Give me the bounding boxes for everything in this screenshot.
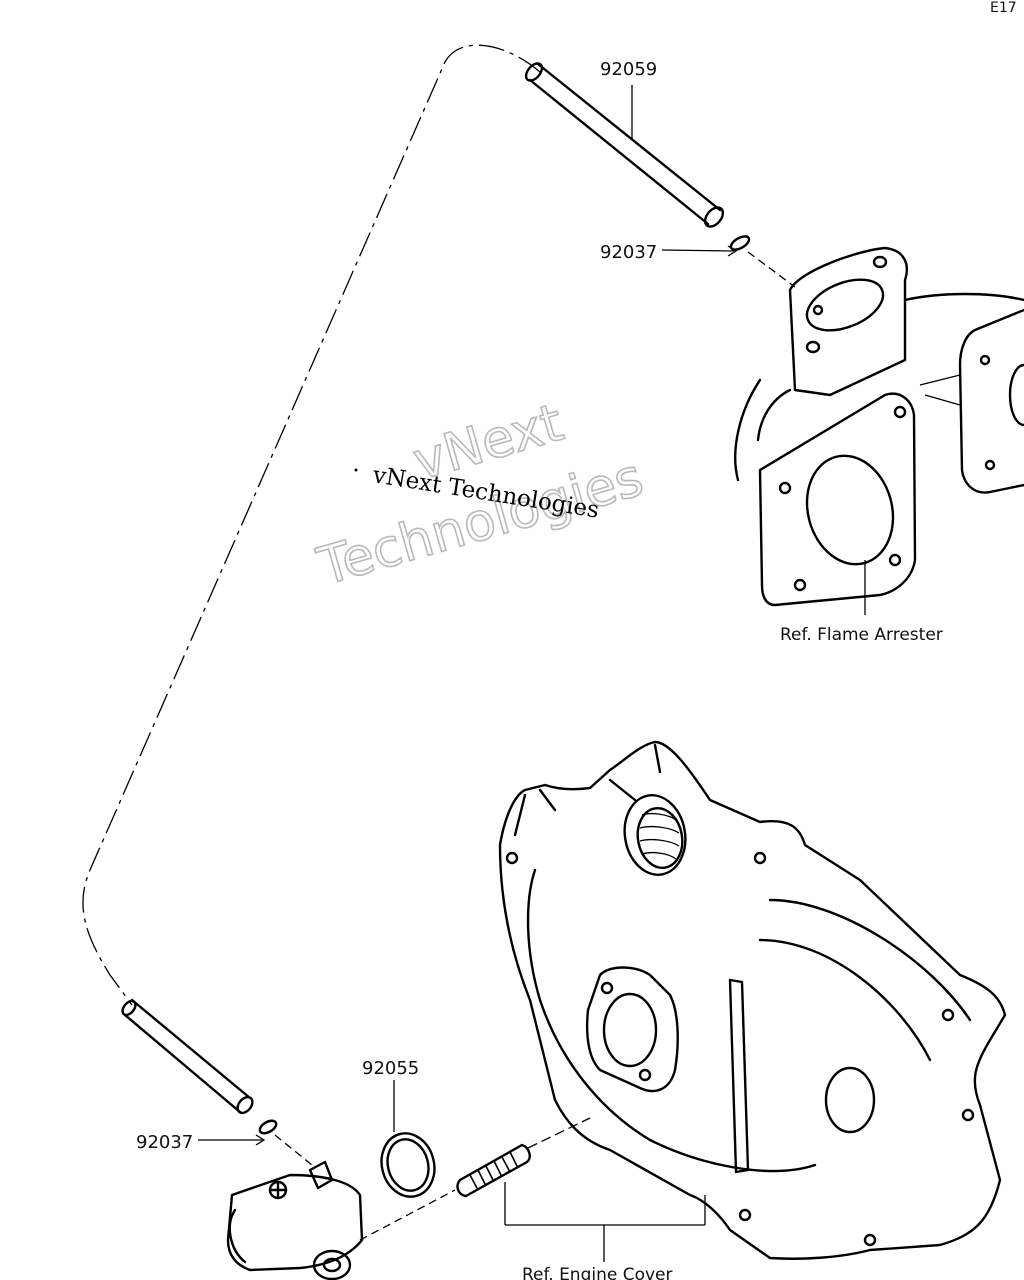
upper-clamp [661, 235, 796, 288]
flame-arrester-drawing [734, 246, 1024, 615]
hose-routing-line [82, 44, 541, 1006]
label-92037-lower: 92037 [136, 1132, 193, 1153]
label-92059: 92059 [600, 59, 657, 80]
figure-code: E17 [990, 0, 1017, 16]
label-92055: 92055 [362, 1058, 419, 1079]
lower-clamp [198, 1119, 313, 1166]
fitting-valve [226, 1160, 456, 1280]
watermark: vNext Technologies vNext Technologies [310, 392, 650, 598]
upper-hose [524, 62, 725, 228]
engine-cover-drawing [498, 740, 1007, 1260]
label-92037-upper: 92037 [600, 242, 657, 263]
oring [380, 1080, 436, 1198]
label-ref-flame-arrester: Ref. Flame Arrester [780, 625, 943, 645]
lower-hose [121, 998, 254, 1115]
label-ref-engine-cover: Ref. Engine Cover [522, 1265, 673, 1280]
stud [456, 1117, 706, 1262]
